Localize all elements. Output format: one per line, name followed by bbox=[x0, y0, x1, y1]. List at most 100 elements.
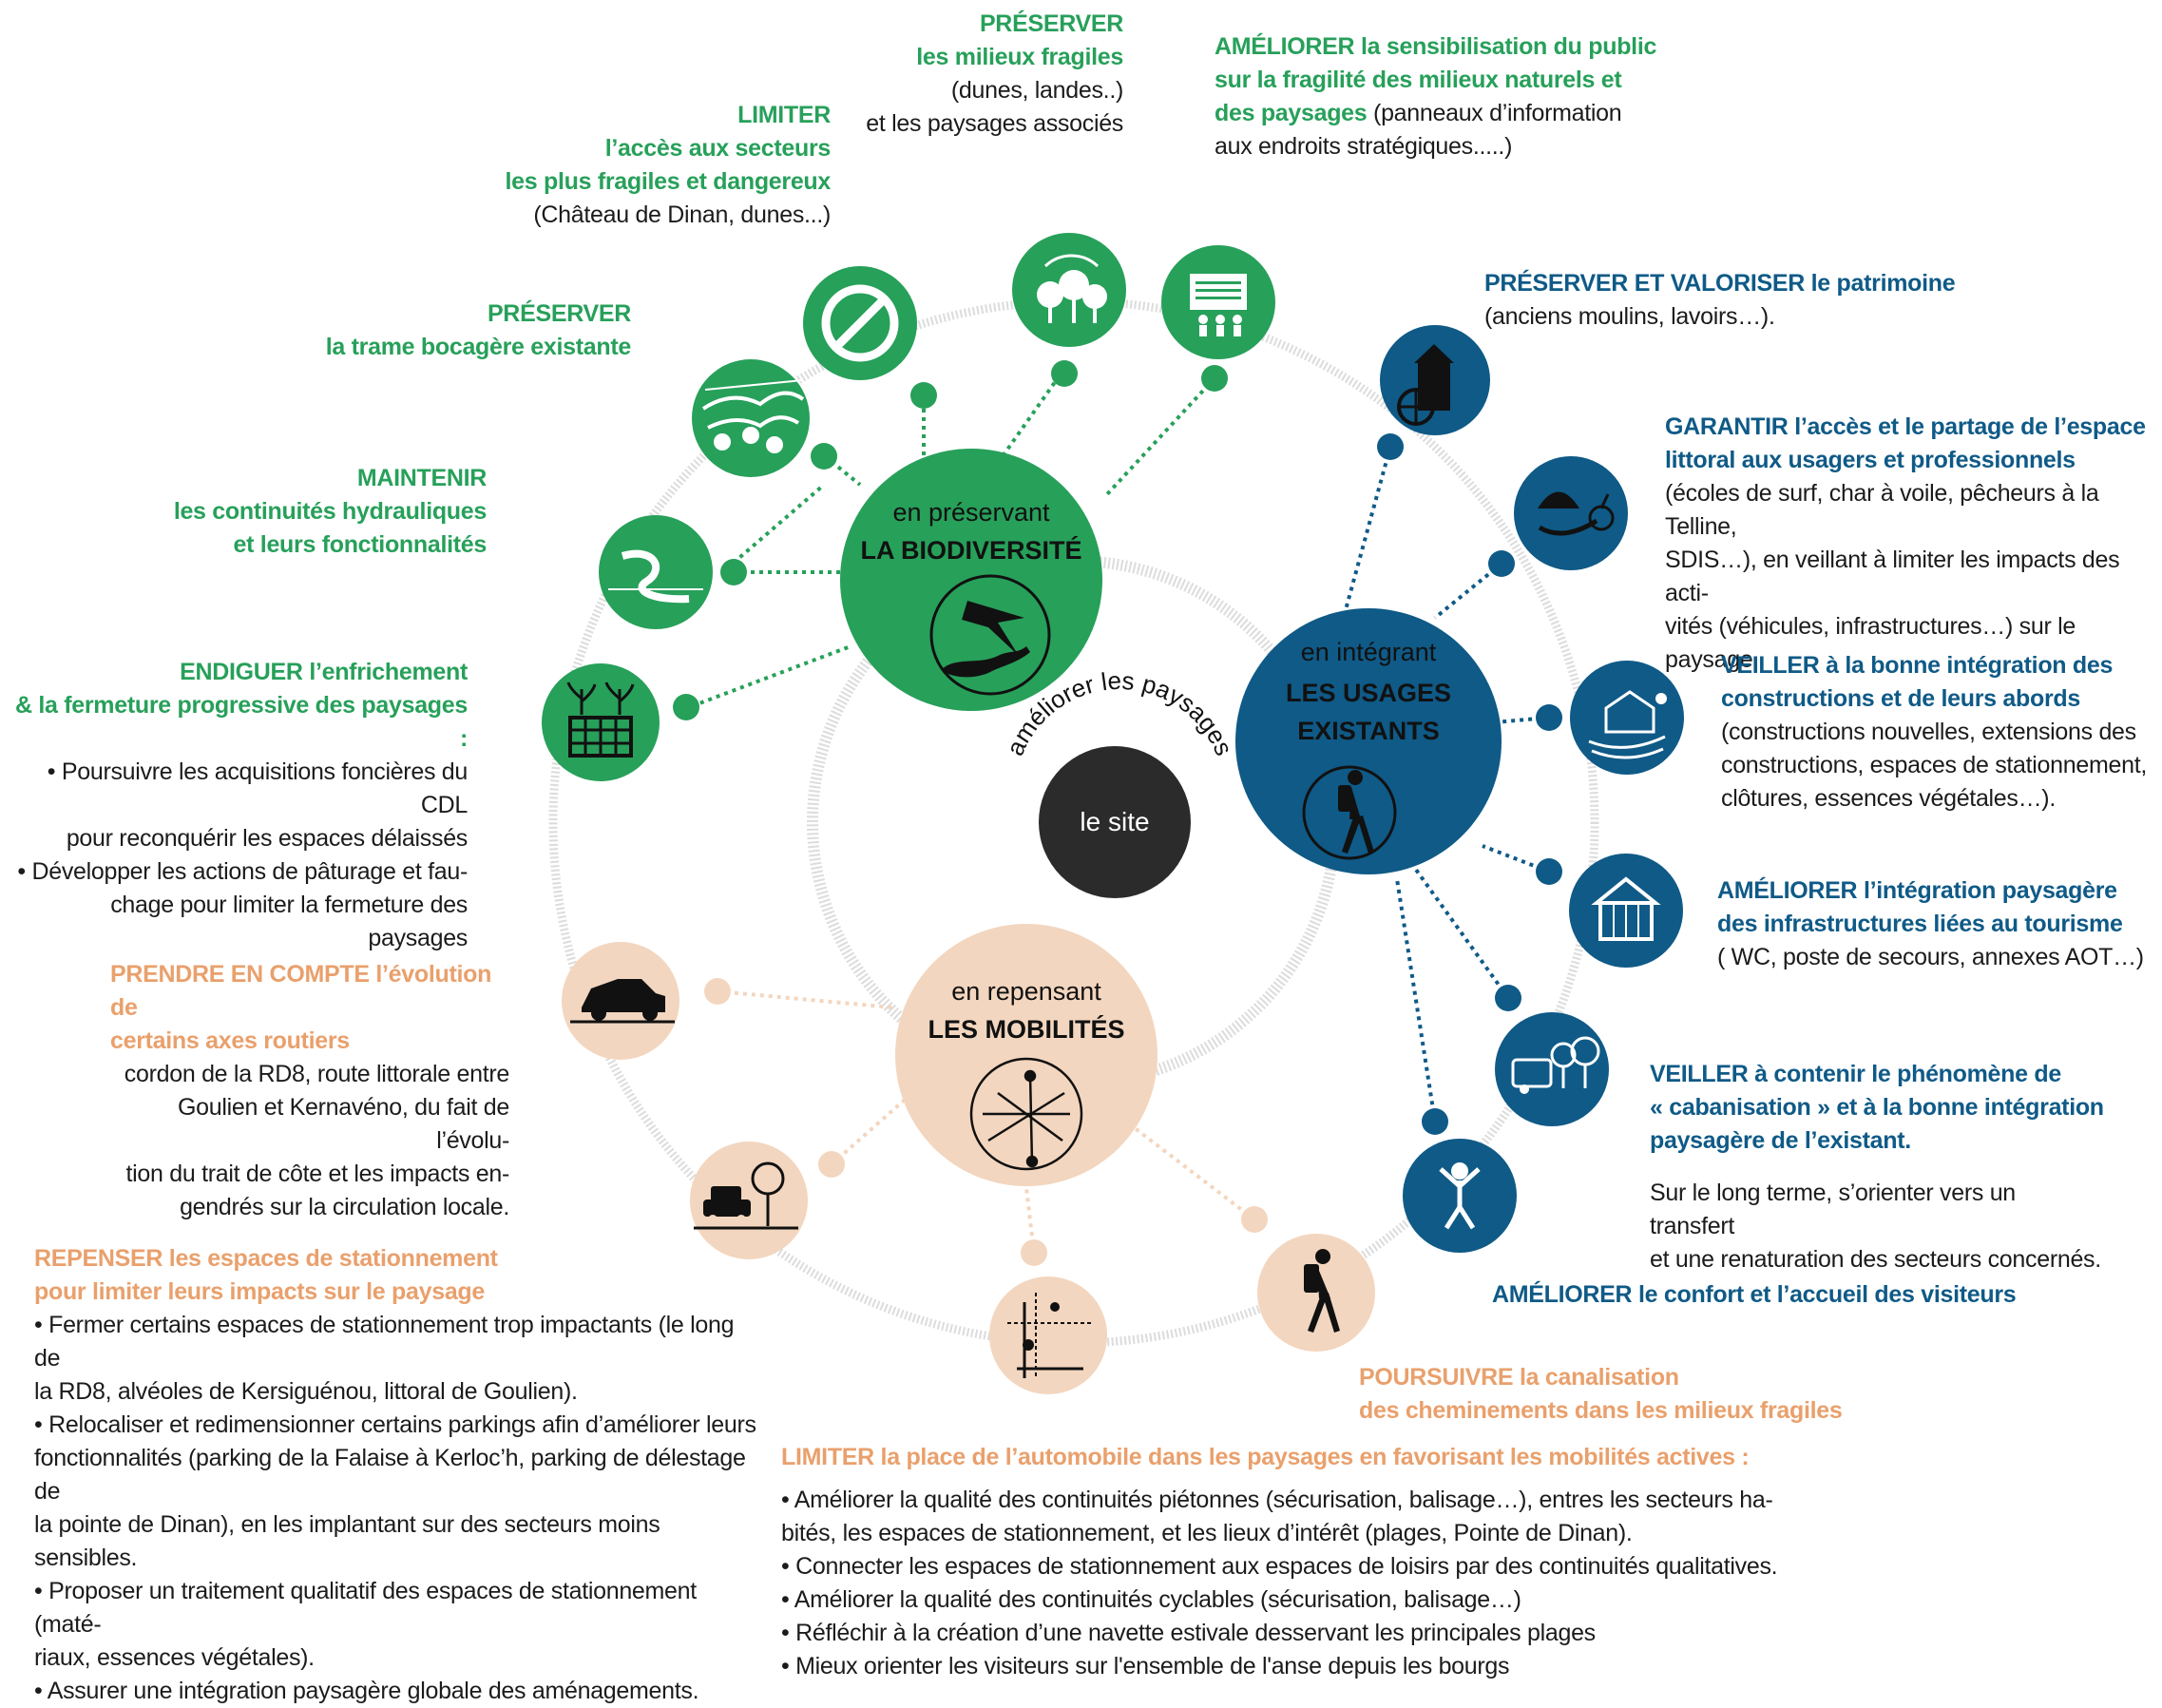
endiguer-b1a: • Poursuivre les acquisitions foncières … bbox=[47, 758, 469, 818]
key-ameliorer-sensibilisation: AMÉLIORER bbox=[1215, 33, 1355, 60]
maintenir-l2: et leurs fonctionnalités bbox=[233, 531, 488, 558]
hub-usages-line1: en intégrant bbox=[1301, 638, 1437, 666]
center-site-label: le site bbox=[1080, 807, 1149, 836]
limiter-auto-b1: • Améliorer la qualité des continuités p… bbox=[781, 1487, 1773, 1513]
network-arrows-icon bbox=[969, 1057, 1083, 1171]
ameliorer-sensibilisation-l1: la sensibilisation du public bbox=[1360, 33, 1657, 60]
maintenir-l1: les continuités hydrauliques bbox=[173, 498, 487, 525]
text-endiguer: ENDIGUER l’enfrichement & la fermeture p… bbox=[10, 656, 468, 955]
garantir-l5: vités (véhicules, infrastructures…) sur … bbox=[1665, 613, 2076, 673]
key-preserver-trame: PRÉSERVER bbox=[487, 300, 631, 327]
car-icon bbox=[562, 942, 679, 1060]
information-board-icon bbox=[1161, 245, 1275, 359]
repenser-b1b: la RD8, alvéoles de Kersiguénou, littora… bbox=[34, 1378, 578, 1405]
text-limiter-auto: LIMITER la place de l’automobile dans le… bbox=[781, 1441, 1950, 1683]
text-maintenir: MAINTENIR les continuités hydrauliques e… bbox=[152, 462, 487, 562]
garantir-l3: (écoles de surf, char à voile, pêcheurs … bbox=[1665, 480, 2099, 540]
hub-mobilites: en repensant LES MOBILITÉS bbox=[895, 924, 1158, 1186]
preserver-milieux-l1: les milieux fragiles bbox=[916, 44, 1123, 70]
poursuivre-l1: la canalisation bbox=[1519, 1364, 1679, 1391]
hub-usages: en intégrant LES USAGES EXISTANTS bbox=[1235, 608, 1502, 874]
hub-usages-line2: LES USAGES bbox=[1286, 679, 1451, 707]
text-limiter-acces: LIMITER l’accès aux secteurs les plus fr… bbox=[447, 99, 831, 232]
hub-biodiversite-line1: en préservant bbox=[892, 498, 1050, 527]
endiguer-b2a: • Développer les actions de pâturage et … bbox=[17, 858, 468, 885]
veiller-cabanisation-l4: Sur le long terme, s’orienter vers un tr… bbox=[1650, 1180, 2016, 1239]
limiter-auto-b3: • Améliorer la qualité des continuités c… bbox=[781, 1586, 1521, 1613]
ameliorer-confort-l1: le confort et l’accueil des visiteurs bbox=[1637, 1281, 2017, 1308]
mobility-modes-icon bbox=[989, 1276, 1107, 1394]
poursuivre-l2: des cheminements dans les milieux fragil… bbox=[1359, 1397, 1843, 1424]
text-ameliorer-confort: AMÉLIORER le confort et l’accueil des vi… bbox=[1492, 1278, 2024, 1312]
veiller-constructions-l1: à la bonne intégration des bbox=[1826, 652, 2114, 679]
prendre-compte-l3: cordon de la RD8, route littorale entre bbox=[124, 1061, 510, 1087]
endiguer-l1a: l’enfrichement bbox=[309, 659, 468, 685]
forbidden-sign-icon bbox=[803, 266, 917, 380]
repenser-b2b: fonctionnalités (parking de la Falaise à… bbox=[34, 1445, 746, 1505]
garantir-l4: SDIS…), en veillant à limiter les impact… bbox=[1665, 547, 2120, 606]
preserver-milieux-l3: et les paysages associés bbox=[866, 110, 1123, 137]
ameliorer-sensibilisation-l4: aux endroits stratégiques.....) bbox=[1215, 133, 1513, 160]
ameliorer-sensibilisation-l3b: (panneaux d’information bbox=[1373, 100, 1622, 126]
blue-dots bbox=[1377, 433, 1562, 1135]
key-preserver-milieux: PRÉSERVER bbox=[979, 10, 1123, 37]
repenser-b3: • Proposer un traitement qualitatif des … bbox=[34, 1578, 697, 1638]
limiter-auto-b2: • Connecter les espaces de stationnement… bbox=[781, 1553, 1778, 1580]
limiter-auto-l1: la place de l’automobile dans les paysag… bbox=[880, 1444, 1750, 1470]
key-ameliorer-confort: AMÉLIORER bbox=[1492, 1281, 1633, 1308]
hedgerow-landscape-icon bbox=[692, 359, 810, 477]
text-preserver-milieux: PRÉSERVER les milieux fragiles (dunes, l… bbox=[817, 8, 1123, 141]
prendre-compte-l6: gendrés sur la circulation locale. bbox=[180, 1194, 509, 1220]
veiller-cabanisation-l1: à contenir le phénomène de bbox=[1754, 1061, 2061, 1087]
veiller-cabanisation-l5: et une renaturation des secteurs concern… bbox=[1650, 1246, 2101, 1273]
limiter-auto-b5: • Mieux orienter les visiteurs sur l'ens… bbox=[781, 1653, 1510, 1679]
key-limiter-acces: LIMITER bbox=[737, 102, 831, 128]
repenser-l1: les espaces de stationnement bbox=[168, 1245, 498, 1272]
prendre-compte-l4: Goulien et Kernavéno, du fait de l’évolu… bbox=[178, 1094, 509, 1154]
endiguer-b1b: pour reconquérir les espaces délaissés bbox=[66, 825, 468, 852]
repenser-b1: • Fermer certains espaces de stationneme… bbox=[34, 1312, 735, 1372]
endiguer-l2: & la fermeture progressive des paysages … bbox=[14, 692, 468, 752]
text-veiller-constructions: VEILLER à la bonne intégration des const… bbox=[1721, 649, 2160, 816]
river-icon bbox=[599, 515, 713, 629]
hub-mobilites-line2: LES MOBILITÉS bbox=[928, 1014, 1124, 1044]
repenser-l2: pour limiter leurs impacts sur le paysag… bbox=[34, 1278, 485, 1305]
ameliorer-infra-l3: ( WC, poste de secours, annexes AOT…) bbox=[1717, 944, 2144, 970]
preserver-milieux-l2: (dunes, landes..) bbox=[950, 77, 1123, 104]
house-landscape-icon bbox=[1570, 661, 1684, 775]
key-repenser: REPENSER bbox=[34, 1245, 163, 1272]
trees-cycle-icon bbox=[1012, 233, 1126, 347]
ameliorer-infra-l1: l’intégration paysagère bbox=[1863, 877, 2117, 904]
garantir-l2: littoral aux usagers et professionnels bbox=[1665, 447, 2076, 473]
key-veiller-cabanisation: VEILLER bbox=[1650, 1061, 1749, 1087]
key-poursuivre: POURSUIVRE bbox=[1359, 1364, 1514, 1391]
cabin-icon bbox=[1569, 854, 1683, 968]
hiker-icon-peach bbox=[1257, 1234, 1375, 1352]
endiguer-b2b: chage pour limiter la fermeture des pays… bbox=[110, 892, 468, 951]
caravan-trees-icon bbox=[1495, 1012, 1609, 1126]
veiller-constructions-l5: clôtures, essences végétales…). bbox=[1721, 785, 2056, 812]
veiller-constructions-l2: constructions et de leurs abords bbox=[1721, 685, 2080, 712]
center-site: le site améliorer les paysages bbox=[1001, 666, 1238, 898]
key-prendre-compte: PRENDRE EN COMPTE bbox=[110, 961, 370, 988]
key-ameliorer-infra: AMÉLIORER bbox=[1717, 877, 1858, 904]
key-limiter-auto: LIMITER bbox=[781, 1444, 874, 1470]
prendre-compte-l2: certains axes routiers bbox=[110, 1027, 350, 1054]
hiker-icon bbox=[1302, 765, 1397, 860]
veiller-constructions-l3: (constructions nouvelles, extensions des bbox=[1721, 719, 2136, 745]
prendre-compte-l1: l’évolution de bbox=[110, 961, 492, 1021]
peach-dots bbox=[704, 978, 1268, 1266]
preserver-trame-l1: la trame bocagère existante bbox=[325, 334, 632, 360]
limiter-acces-l3: (Château de Dinan, dunes...) bbox=[533, 202, 831, 228]
hub-biodiversite-line2: LA BIODIVERSITÉ bbox=[860, 535, 1081, 565]
happy-person-icon bbox=[1403, 1139, 1517, 1253]
limiter-acces-l2: les plus fragiles et dangereux bbox=[505, 168, 831, 195]
green-dots bbox=[673, 360, 1228, 720]
limiter-auto-b4: • Réfléchir à la création d’une navette … bbox=[781, 1620, 1596, 1646]
key-veiller-constructions: VEILLER bbox=[1721, 652, 1820, 679]
text-patrimoine: PRÉSERVER ET VALORISER le patrimoine (an… bbox=[1484, 267, 1979, 334]
patrimoine-l1: le patrimoine bbox=[1810, 270, 1956, 297]
text-ameliorer-infra: AMÉLIORER l’intégration paysagère des in… bbox=[1717, 874, 2154, 974]
patrimoine-l2: (anciens moulins, lavoirs…). bbox=[1484, 303, 1775, 330]
